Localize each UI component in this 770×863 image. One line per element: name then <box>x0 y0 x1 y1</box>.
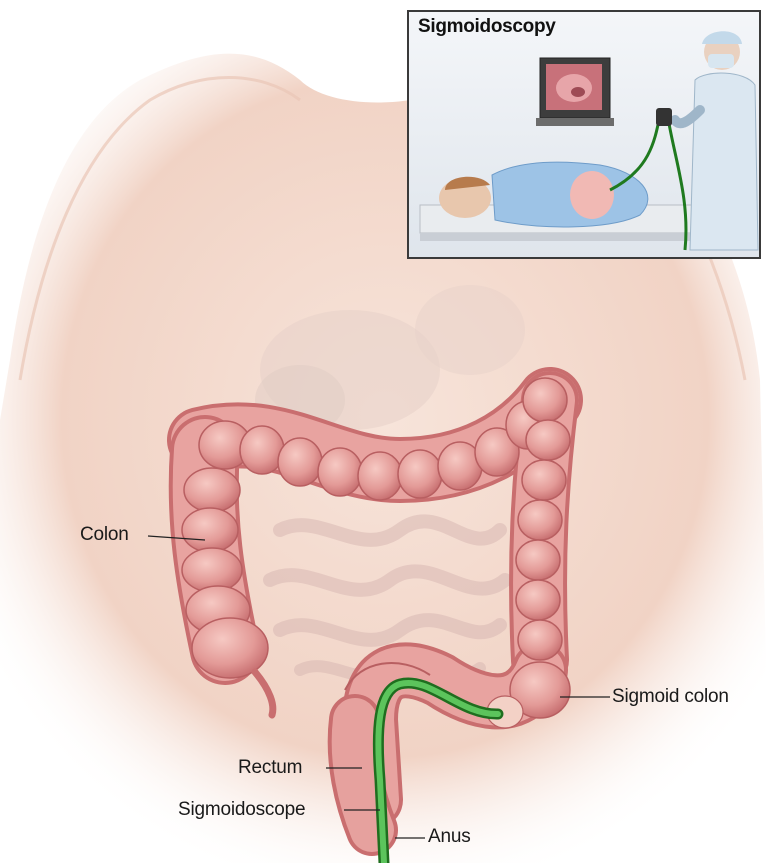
monitor <box>536 58 614 126</box>
label-rectum: Rectum <box>238 757 302 779</box>
sigmoidoscopy-inset <box>408 11 760 258</box>
label-colon: Colon <box>80 524 129 546</box>
label-sigmoidoscope: Sigmoidoscope <box>178 799 305 821</box>
label-sigmoid-colon: Sigmoid colon <box>612 686 729 708</box>
inset-title: Sigmoidoscopy <box>418 16 556 38</box>
label-anus: Anus <box>428 826 471 848</box>
